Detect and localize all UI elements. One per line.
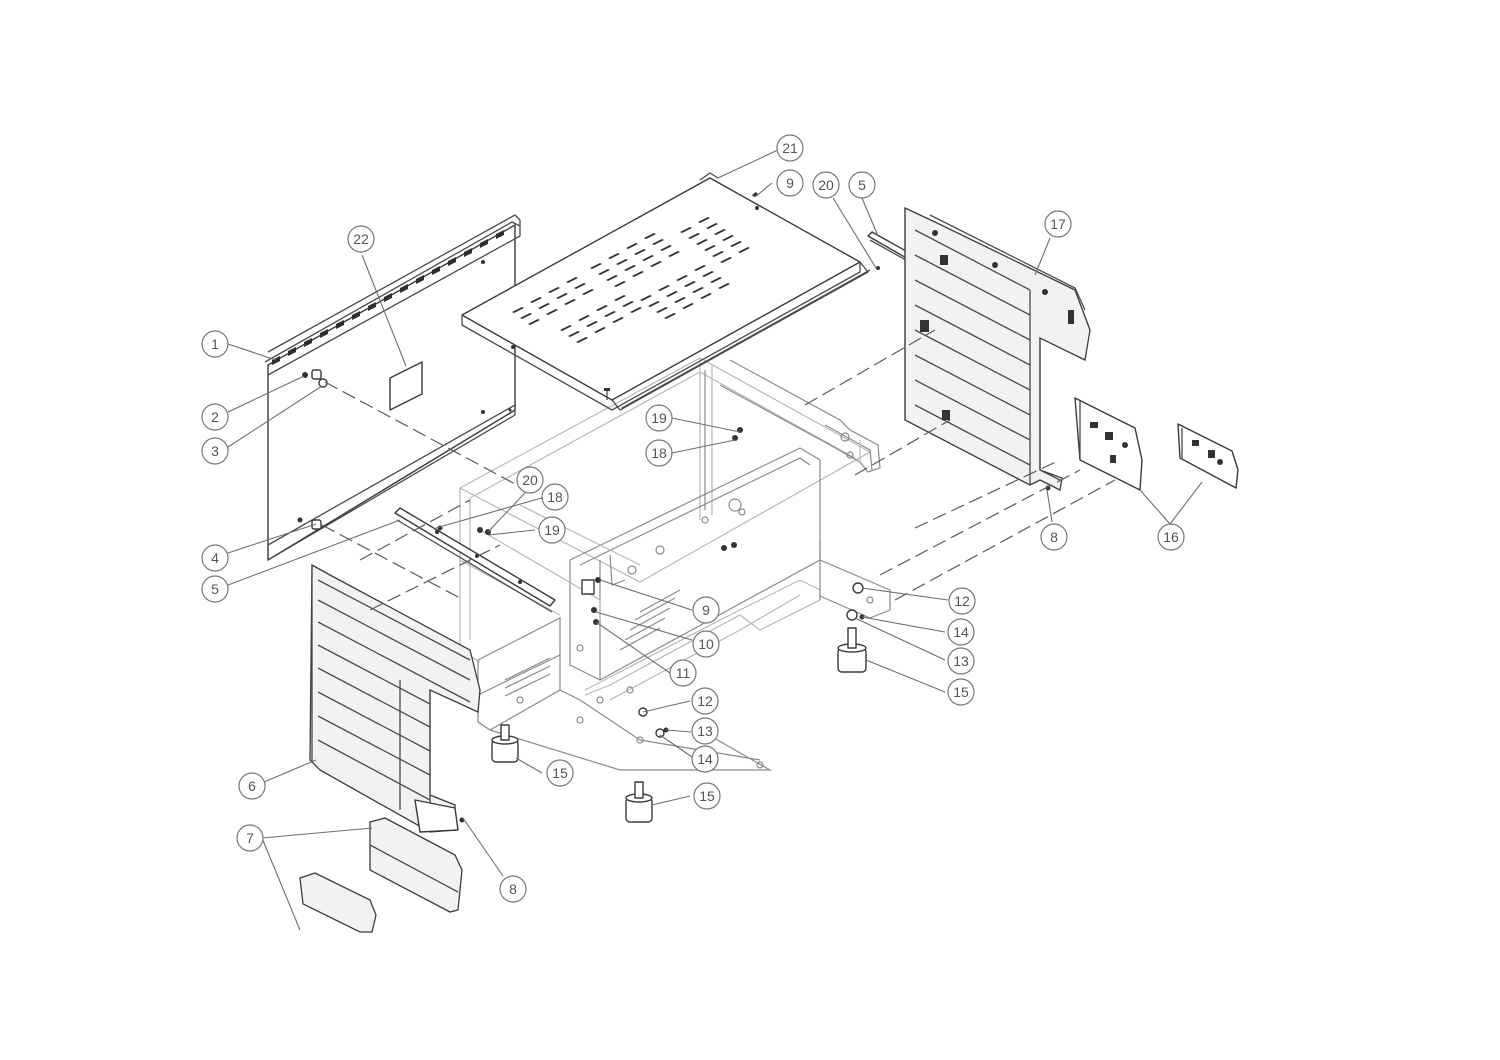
callout-label: 15 xyxy=(953,684,969,700)
callout-2: 2 xyxy=(201,403,229,431)
callout-label: 21 xyxy=(782,140,798,156)
callout-label: 11 xyxy=(676,665,691,681)
callout-label: 14 xyxy=(953,624,969,640)
callout-label: 1 xyxy=(211,336,219,352)
callout-19: 19 xyxy=(645,404,673,432)
callout-12: 12 xyxy=(691,687,719,715)
callout-15: 15 xyxy=(693,782,721,810)
callout-label: 8 xyxy=(1050,529,1058,545)
floor-vent-slots xyxy=(504,589,681,697)
callout-16: 16 xyxy=(1157,523,1185,551)
callout-label: 9 xyxy=(786,175,794,191)
callout-6: 6 xyxy=(238,772,266,800)
callout-20: 20 xyxy=(812,171,840,199)
top-cover xyxy=(461,172,871,411)
callout-label: 19 xyxy=(651,410,667,426)
foot-left xyxy=(491,724,519,763)
foot-center xyxy=(625,781,653,823)
alignment-lines xyxy=(321,329,1116,611)
callout-label: 15 xyxy=(552,765,568,781)
callout-14: 14 xyxy=(947,618,975,646)
callout-9: 9 xyxy=(776,169,804,197)
right-side-panel xyxy=(904,206,1091,491)
callout-5: 5 xyxy=(848,171,876,199)
callout-label: 12 xyxy=(697,693,713,709)
callout-8: 8 xyxy=(1040,523,1068,551)
callout-11: 11 xyxy=(669,659,697,687)
callout-14: 14 xyxy=(691,745,719,773)
callout-4: 4 xyxy=(201,544,229,572)
callout-15: 15 xyxy=(947,678,975,706)
callout-label: 20 xyxy=(818,177,834,193)
callout-label: 13 xyxy=(697,723,713,739)
foot-right xyxy=(837,627,867,673)
callout-22: 22 xyxy=(347,225,375,253)
callout-18: 18 xyxy=(541,483,569,511)
warning-label xyxy=(389,361,423,411)
callout-label: 20 xyxy=(522,472,538,488)
callout-label: 3 xyxy=(211,443,219,459)
callout-8: 8 xyxy=(499,875,527,903)
callout-label: 7 xyxy=(246,830,254,846)
rear-panel xyxy=(264,214,521,561)
callout-3: 3 xyxy=(201,437,229,465)
callout-label: 19 xyxy=(544,522,560,538)
callout-label: 9 xyxy=(702,602,710,618)
callout-label: 12 xyxy=(954,593,970,609)
callout-19: 19 xyxy=(538,516,566,544)
callout-9: 9 xyxy=(692,596,720,624)
callout-label: 18 xyxy=(547,489,563,505)
callout-label: 15 xyxy=(699,788,715,804)
feet xyxy=(491,627,867,823)
callout-13: 13 xyxy=(691,717,719,745)
callout-label: 14 xyxy=(697,751,713,767)
callout-20: 20 xyxy=(516,466,544,494)
callout-label: 16 xyxy=(1163,529,1179,545)
leader-lines xyxy=(227,148,1203,931)
callout-label: 18 xyxy=(651,445,667,461)
callout-1: 1 xyxy=(201,330,229,358)
callout-17: 17 xyxy=(1044,210,1072,238)
callout-15: 15 xyxy=(546,759,574,787)
callout-12: 12 xyxy=(948,587,976,615)
front-caps xyxy=(299,817,463,933)
callout-10: 10 xyxy=(692,630,720,658)
callout-label: 4 xyxy=(211,550,219,566)
callout-label: 10 xyxy=(698,636,714,652)
end-caps xyxy=(1074,397,1239,491)
front-louver-panel xyxy=(309,563,481,833)
callout-5: 5 xyxy=(201,575,229,603)
callout-label: 6 xyxy=(248,778,256,794)
callout-label: 2 xyxy=(211,409,219,425)
callout-18: 18 xyxy=(645,439,673,467)
left-trim-strip xyxy=(394,507,556,613)
callout-13: 13 xyxy=(947,647,975,675)
callout-7: 7 xyxy=(236,824,264,852)
callout-label: 5 xyxy=(211,581,219,597)
callout-label: 8 xyxy=(509,881,517,897)
callout-label: 17 xyxy=(1050,216,1066,232)
callout-label: 5 xyxy=(858,177,866,193)
callout-21: 21 xyxy=(776,134,804,162)
callout-label: 22 xyxy=(353,231,369,247)
callout-label: 13 xyxy=(953,653,969,669)
